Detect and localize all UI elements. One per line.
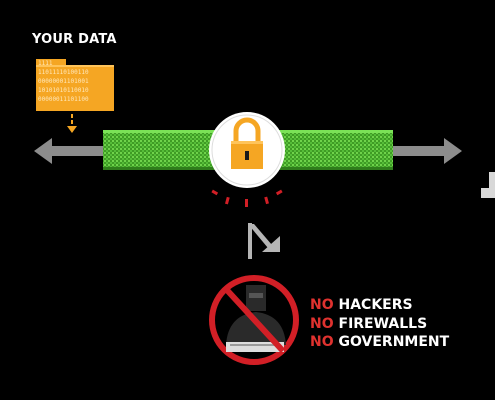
bent-arrow-icon [248, 223, 280, 259]
left-arrow-icon [34, 138, 110, 164]
list-item-text: GOVERNMENT [338, 334, 450, 350]
no-label: NO [310, 297, 334, 313]
folder-binary-line: 00000011101100 [38, 96, 89, 103]
your-data-title: YOUR DATA [32, 32, 117, 47]
no-label: NO [310, 334, 334, 350]
folder-binary-line: 11011110100110 [38, 69, 89, 76]
no-sign-slash [223, 286, 286, 354]
folder-icon: 1111 11011110100110 00000001101001 10101… [36, 59, 114, 111]
folder-binary-line: 00000001101001 [38, 78, 89, 85]
computer-icon [481, 172, 495, 198]
folder-binary-line: 10101010110010 [38, 87, 89, 94]
no-list: NO HACKERS NO FIREWALLS NO GOVERNMENT [310, 296, 449, 352]
no-label: NO [310, 315, 334, 332]
list-item: NO FIREWALLS [310, 315, 449, 334]
folder-binary-line: 1111 [38, 60, 53, 67]
alert-ticks [211, 189, 283, 207]
list-item: NO HACKERS [310, 296, 449, 315]
dashed-down-arrow-icon [67, 114, 77, 133]
right-arrow-icon [388, 138, 462, 164]
list-item: NO GOVERNMENT [310, 333, 449, 352]
list-item-text: HACKERS [338, 297, 413, 313]
padlock-icon [209, 112, 285, 188]
list-item-text: FIREWALLS [338, 315, 428, 332]
